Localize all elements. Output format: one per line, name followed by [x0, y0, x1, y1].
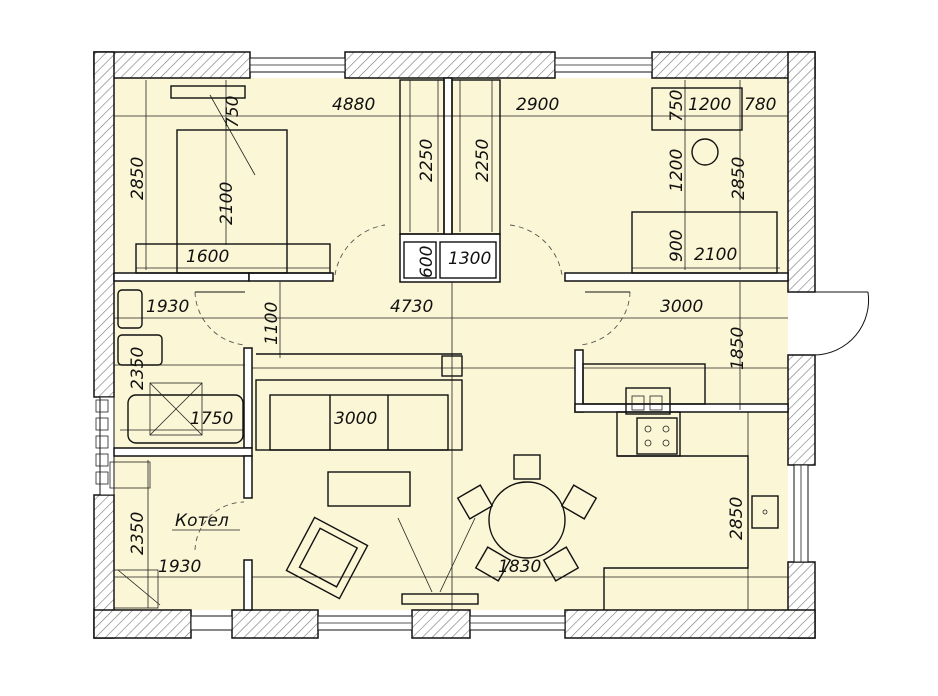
dim-750-right: 750 — [667, 90, 687, 122]
dining-table — [488, 481, 566, 559]
entrance-door[interactable] — [814, 291, 870, 356]
floor-tiles — [95, 399, 151, 489]
dim-750-left: 750 — [223, 96, 243, 128]
dim-2350-top: 2350 — [128, 347, 148, 390]
dim-3000-hall: 3000 — [660, 297, 703, 317]
desk — [651, 87, 743, 131]
dim-2850-right: 2850 — [729, 157, 749, 200]
dim-4880: 4880 — [332, 95, 375, 115]
bedroom-right — [631, 87, 778, 274]
dim-3000-sofa: 3000 — [334, 409, 377, 429]
dim-2100-right: 2100 — [694, 245, 737, 265]
dim-1200-right: 1200 — [667, 149, 687, 192]
door-swings — [194, 224, 631, 346]
dim-1100: 1100 — [262, 302, 282, 345]
sink-bath — [117, 334, 163, 366]
bathroom — [95, 289, 244, 489]
dim-4730: 4730 — [390, 297, 433, 317]
dimension-lines — [114, 80, 788, 610]
dim-2100-left: 2100 — [217, 182, 237, 225]
kitchen — [582, 363, 779, 610]
cooktop — [636, 417, 678, 455]
dim-1830: 1830 — [498, 557, 541, 577]
dim-2850-kitchen: 2850 — [727, 497, 747, 540]
dim-1850: 1850 — [728, 327, 748, 370]
dim-2250-a: 2250 — [417, 139, 437, 182]
windows — [99, 57, 809, 631]
dim-1750: 1750 — [190, 409, 233, 429]
shelf-left — [170, 85, 246, 99]
kitchen-sink — [751, 495, 779, 529]
dim-900: 900 — [667, 230, 687, 262]
exterior-walls — [93, 51, 816, 639]
coffee-table — [327, 471, 411, 507]
label-boiler: Котел — [175, 511, 229, 531]
bathtub — [127, 394, 244, 444]
wardrobes — [399, 79, 501, 279]
living-room — [255, 353, 479, 605]
armchair — [285, 516, 369, 600]
dining-set — [456, 454, 598, 582]
dim-1300: 1300 — [448, 249, 491, 269]
dim-1600: 1600 — [186, 247, 229, 267]
toilet — [117, 289, 143, 329]
dim-1200-top: 1200 — [688, 95, 731, 115]
dim-2250-b: 2250 — [473, 139, 493, 182]
dim-2850-left: 2850 — [128, 157, 148, 200]
bed-right — [631, 211, 778, 274]
nightstand-row-left — [135, 243, 331, 274]
dim-1930-top: 1930 — [146, 297, 189, 317]
chair-round — [691, 138, 719, 166]
dim-2900: 2900 — [516, 95, 559, 115]
dimension-labels: 4880 2900 1200 780 1600 1300 2100 1930 4… — [128, 90, 776, 577]
bedroom-left — [135, 85, 331, 274]
boiler-room — [113, 501, 245, 609]
dim-780: 780 — [744, 95, 776, 115]
dim-600: 600 — [417, 246, 437, 278]
hood — [625, 387, 671, 415]
tv-console — [401, 593, 479, 605]
dim-1930-bottom: 1930 — [158, 557, 201, 577]
dim-2350-bottom: 2350 — [128, 512, 148, 555]
